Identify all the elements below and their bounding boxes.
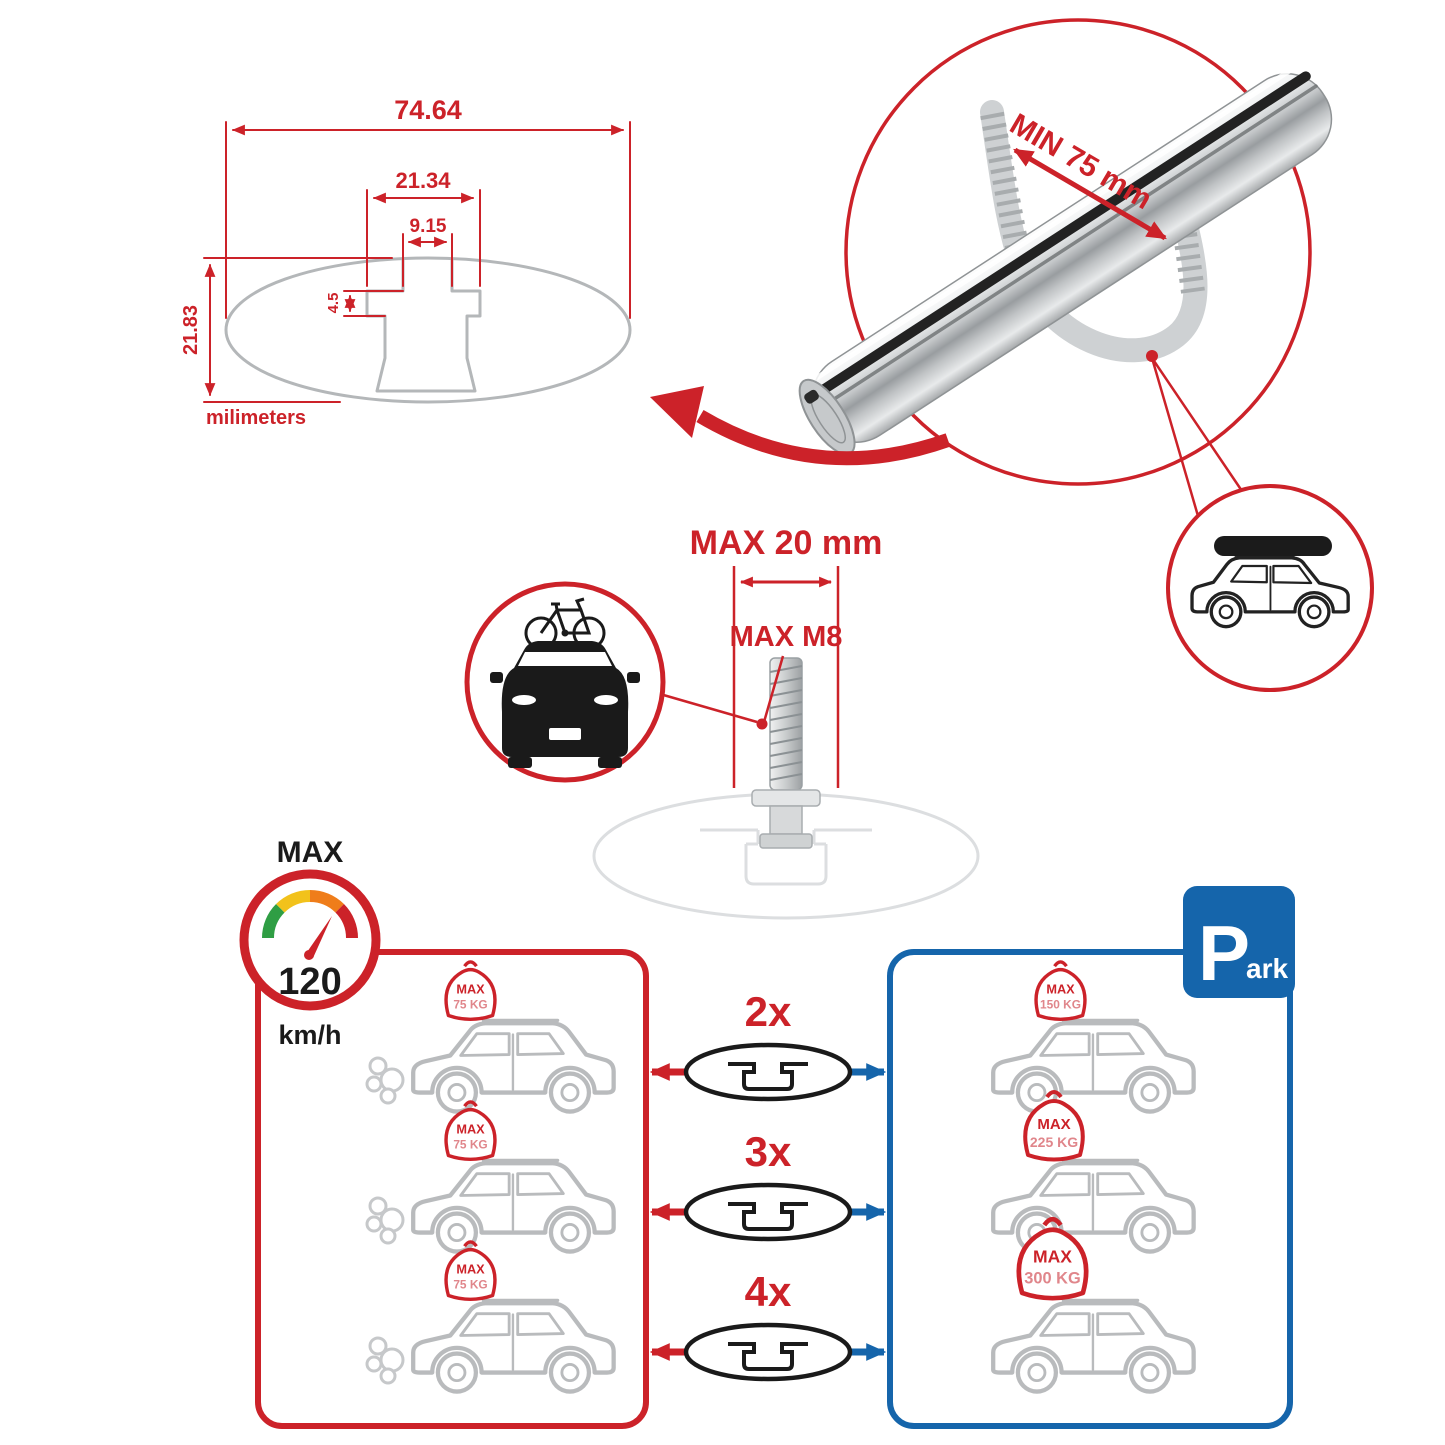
- driving-panel: [255, 949, 649, 1429]
- bag-max-label: MAX: [456, 1261, 485, 1276]
- speed-units: km/h: [278, 1020, 341, 1050]
- bar-count-row: 2x: [649, 988, 887, 1099]
- bike-car-callout: [464, 581, 666, 783]
- gauge-needle: [305, 916, 332, 958]
- thread-leader-line: [762, 655, 785, 723]
- bag-weight-label: 75 KG: [453, 1138, 487, 1152]
- zoom-arrow-icon: [650, 386, 951, 466]
- load-capacity-section: P ark MAX 120 km/h MAX 75 KG: [239, 836, 1295, 1429]
- bar-count-label: 4x: [745, 1268, 792, 1315]
- suv-icon: [993, 1300, 1193, 1391]
- suv-icon: [413, 1020, 613, 1111]
- bag-max-label: MAX: [456, 1121, 485, 1136]
- bar-count-rows: 2x 3x 4x: [649, 988, 887, 1379]
- dim-total-width: 74.64: [394, 95, 462, 125]
- crossbar-profile-icon: [686, 1325, 850, 1379]
- park-sign-letter: P: [1198, 909, 1250, 997]
- dim-channel-outer: 21.34: [395, 168, 451, 193]
- roof-box-icon: [1214, 536, 1332, 556]
- bag-max-label: MAX: [456, 981, 485, 996]
- bag-weight-label: 75 KG: [453, 1278, 487, 1292]
- exhaust-smoke-icon: [365, 1336, 405, 1385]
- park-sign: P ark: [1183, 886, 1295, 998]
- driving-cars: MAX 75 KG MAX 75 KG MAX 75 KG: [365, 960, 614, 1392]
- bar-count-label: 2x: [745, 988, 792, 1035]
- speed-limit-gauge: MAX 120 km/h: [239, 836, 381, 1050]
- crossbar-profile-icon: [686, 1045, 850, 1099]
- parking-cars: MAX 150 KG MAX 225 KG MAX 300 KG: [993, 960, 1193, 1392]
- cargo-bag-icon: MAX 75 KG: [444, 960, 497, 1022]
- dimension-lines: [203, 121, 631, 403]
- bag-max-label: MAX: [1046, 981, 1075, 996]
- speed-value: 120: [278, 961, 341, 1003]
- gauge-arc: [262, 890, 358, 939]
- cargo-bag-icon: MAX 75 KG: [444, 1100, 497, 1162]
- suv-icon: [413, 1300, 613, 1391]
- crossbar-profile-icon: [686, 1185, 850, 1239]
- parking-panel: [887, 949, 1293, 1429]
- attachment-point-dot: [1146, 350, 1158, 362]
- roofbox-car-callout: [1166, 484, 1374, 692]
- cargo-bag-icon: MAX 225 KG: [1023, 1090, 1085, 1162]
- crossbar-zoom: MIN 75 mm: [650, 18, 1374, 692]
- bolt-length-dimension: MAX 20 mm: [690, 524, 883, 788]
- crossbar-profile-drawing: [224, 256, 632, 404]
- profile-outline: [224, 256, 632, 404]
- car-front-icon: [490, 641, 640, 768]
- mounting-bolt-icon: [751, 657, 821, 849]
- max-thread-label: MAX M8: [730, 621, 843, 653]
- dim-channel-inner: 9.15: [410, 216, 447, 237]
- cargo-bag-icon: MAX 75 KG: [444, 1240, 497, 1302]
- bike-callout-line: [659, 692, 758, 724]
- cargo-bag-icon: MAX 150 KG: [1034, 960, 1087, 1022]
- exhaust-smoke-icon: [365, 1056, 405, 1105]
- bag-weight-label: 300 KG: [1024, 1270, 1080, 1288]
- bag-weight-label: 75 KG: [453, 998, 487, 1012]
- bag-max-label: MAX: [1037, 1116, 1070, 1133]
- bar-count-label: 3x: [745, 1128, 792, 1175]
- callout-lines: [1150, 357, 1246, 517]
- bag-max-label: MAX: [1033, 1246, 1072, 1266]
- dim-total-height: 21.83: [180, 305, 202, 355]
- dim-units-label: milimeters: [206, 407, 306, 429]
- suv-icon: [993, 1160, 1193, 1251]
- suv-icon: [413, 1160, 613, 1251]
- dim-lip-depth: 4.5: [325, 293, 342, 314]
- profile-dimension-diagram: 74.64 21.34 9.15 4.5 21.83 milimeters: [180, 95, 632, 429]
- thread-dot: [756, 718, 768, 730]
- max-length-label: MAX 20 mm: [690, 524, 883, 562]
- bar-count-row: 4x: [649, 1268, 887, 1379]
- bag-weight-label: 150 KG: [1040, 998, 1081, 1012]
- park-sign-text: ark: [1246, 953, 1288, 984]
- bolt-detail: MAX 20 mm MAX M8: [464, 524, 980, 920]
- suv-icon: [993, 1020, 1193, 1111]
- exhaust-smoke-icon: [365, 1196, 405, 1245]
- cargo-bag-icon: MAX 300 KG: [1019, 1219, 1086, 1298]
- bag-weight-label: 225 KG: [1030, 1134, 1078, 1150]
- bar-count-row: 3x: [649, 1128, 887, 1239]
- speed-max-label: MAX: [277, 836, 344, 869]
